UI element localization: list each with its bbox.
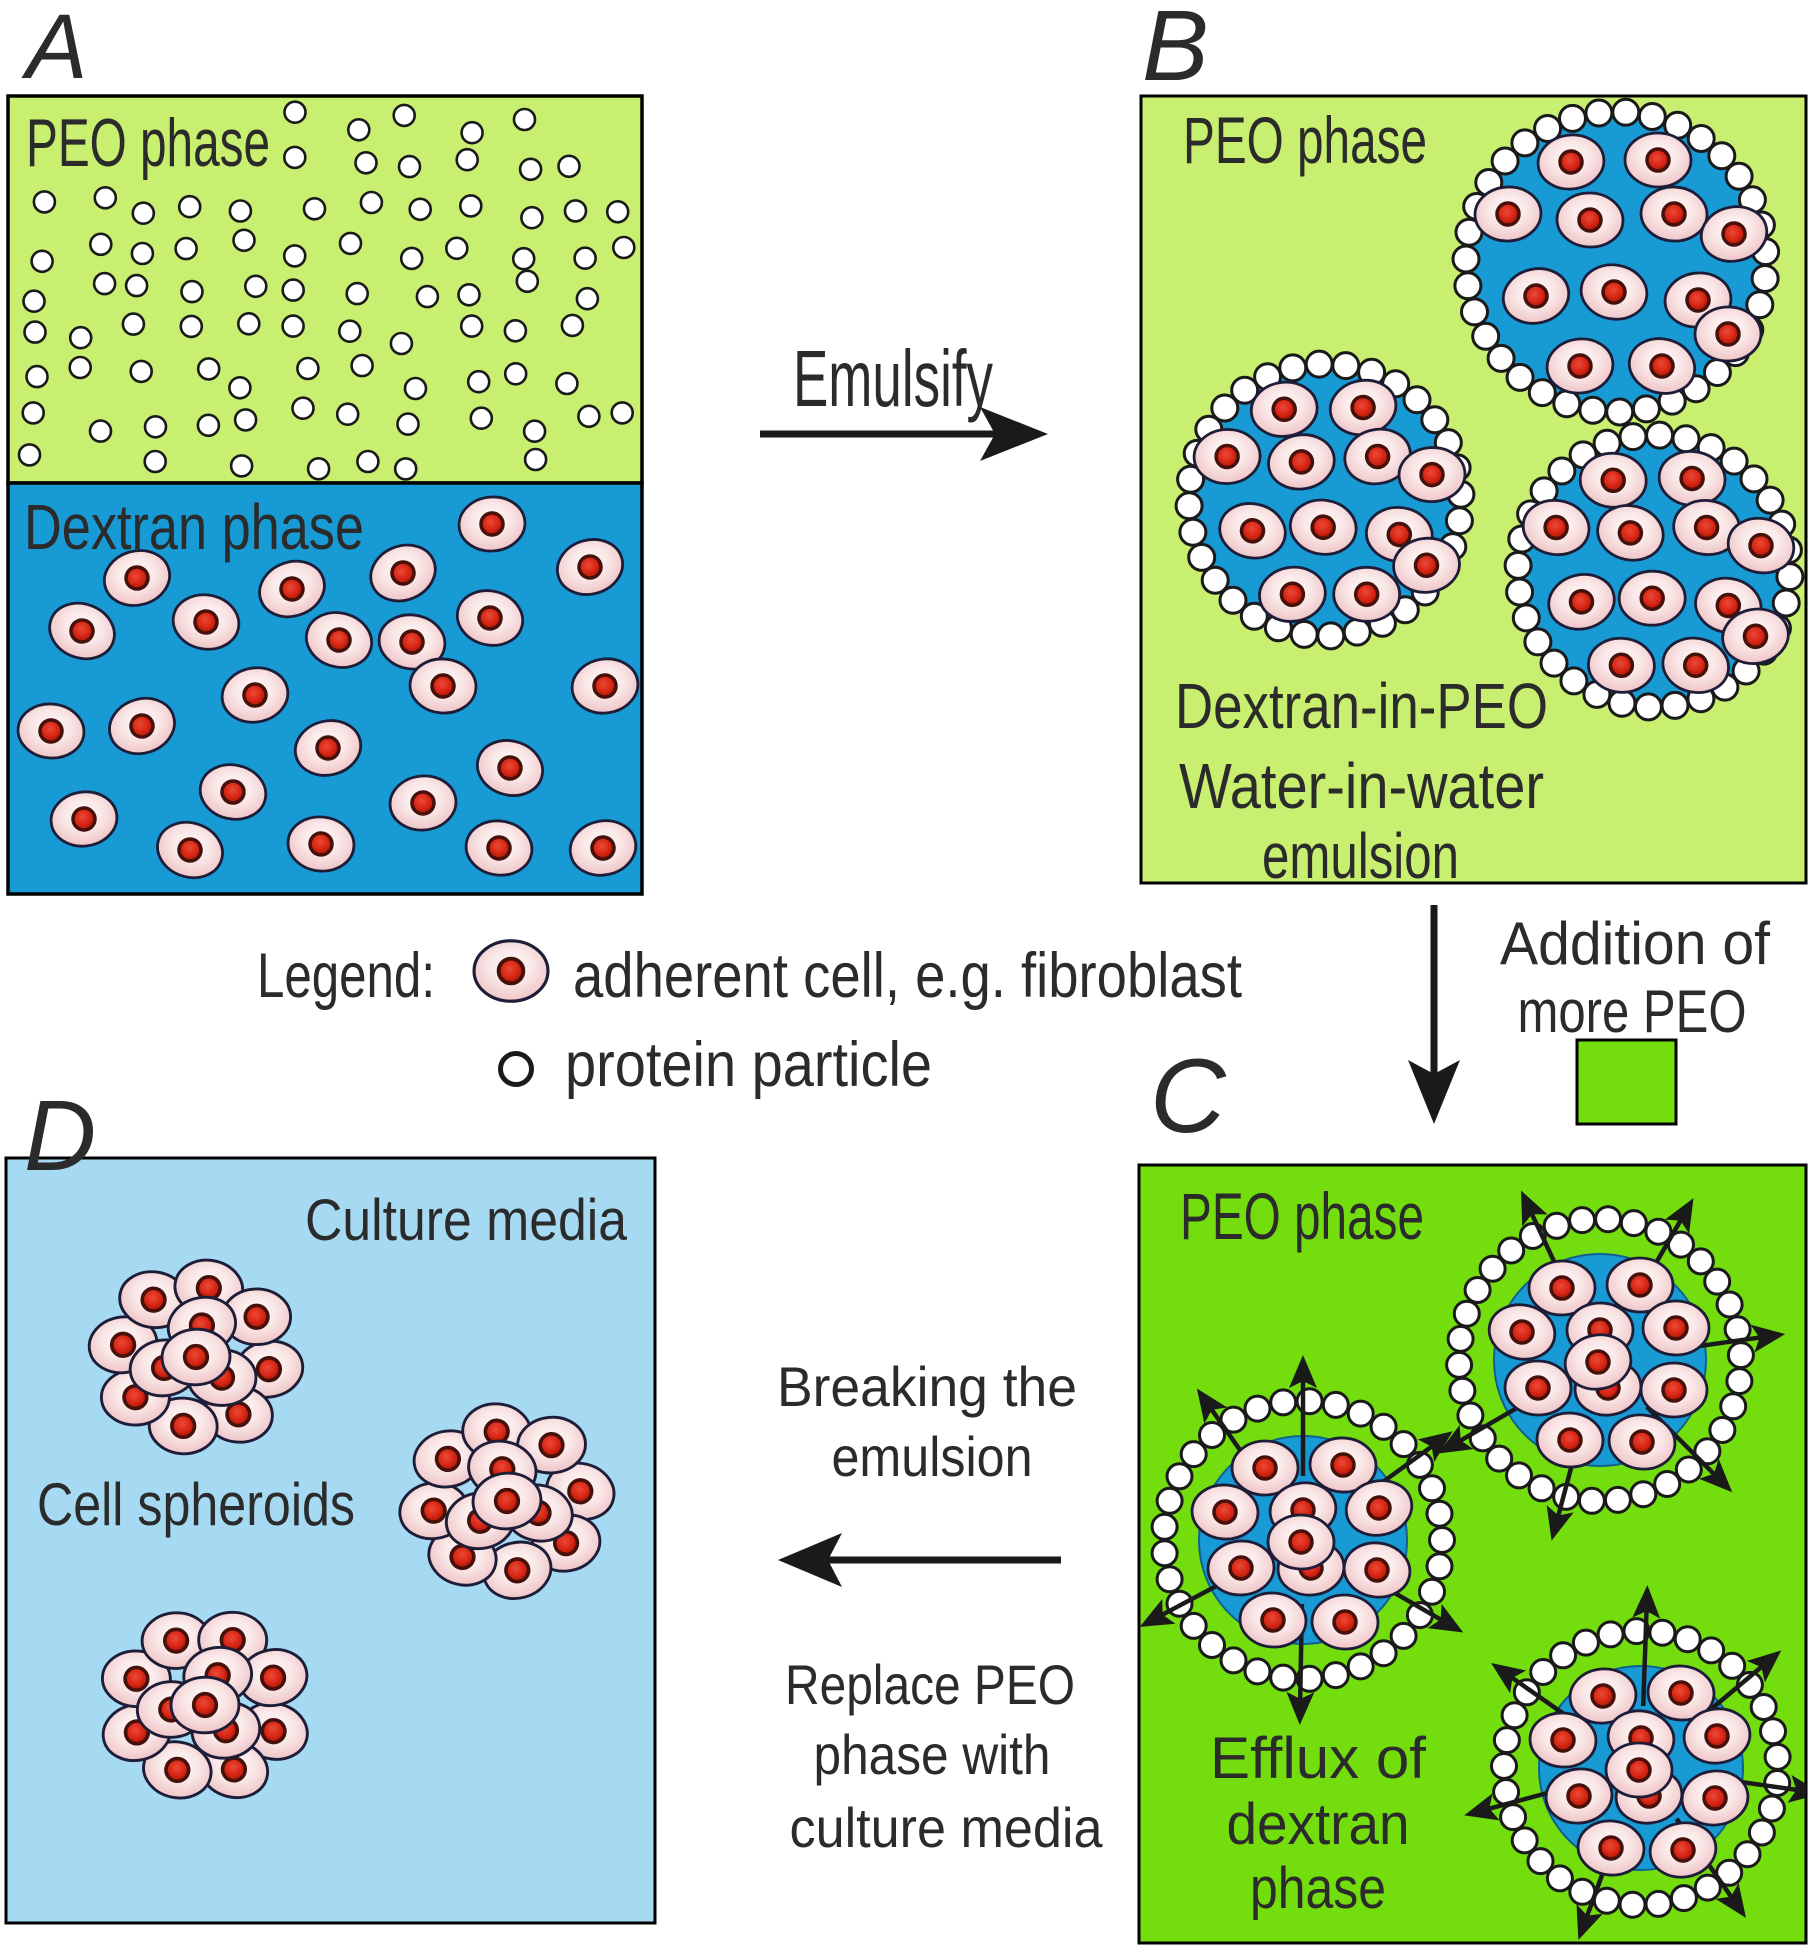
- svg-text:adherent cell, e.g. fibroblast: adherent cell, e.g. fibroblast: [573, 941, 1242, 1011]
- svg-text:Cell spheroids: Cell spheroids: [37, 1471, 355, 1538]
- svg-text:Breaking the: Breaking the: [777, 1355, 1077, 1418]
- svg-text:B: B: [1142, 0, 1209, 102]
- svg-text:PEO phase: PEO phase: [1183, 103, 1427, 177]
- svg-text:Dextran phase: Dextran phase: [24, 491, 364, 563]
- svg-text:Water-in-water: Water-in-water: [1179, 750, 1544, 822]
- svg-text:PEO phase: PEO phase: [26, 105, 270, 181]
- svg-text:protein particle: protein particle: [565, 1030, 932, 1100]
- svg-text:phase with: phase with: [814, 1723, 1051, 1786]
- svg-text:emulsion: emulsion: [832, 1425, 1033, 1488]
- svg-text:Legend:: Legend:: [257, 941, 435, 1011]
- svg-text:Replace PEO: Replace PEO: [785, 1653, 1075, 1716]
- svg-text:more PEO: more PEO: [1518, 978, 1747, 1045]
- svg-text:Emulsify: Emulsify: [793, 334, 993, 423]
- svg-text:A: A: [21, 0, 87, 98]
- svg-text:Dextran-in-PEO: Dextran-in-PEO: [1175, 670, 1548, 742]
- svg-text:C: C: [1150, 1038, 1227, 1155]
- svg-text:Addition of: Addition of: [1500, 910, 1770, 977]
- svg-text:culture media: culture media: [790, 1796, 1104, 1859]
- svg-text:phase: phase: [1250, 1856, 1386, 1921]
- svg-text:emulsion: emulsion: [1262, 820, 1459, 892]
- svg-text:Efflux of: Efflux of: [1210, 1726, 1427, 1791]
- svg-text:PEO phase: PEO phase: [1180, 1179, 1424, 1253]
- svg-text:D: D: [24, 1080, 96, 1192]
- svg-text:Culture media: Culture media: [305, 1188, 628, 1253]
- svg-text:dextran: dextran: [1227, 1792, 1410, 1857]
